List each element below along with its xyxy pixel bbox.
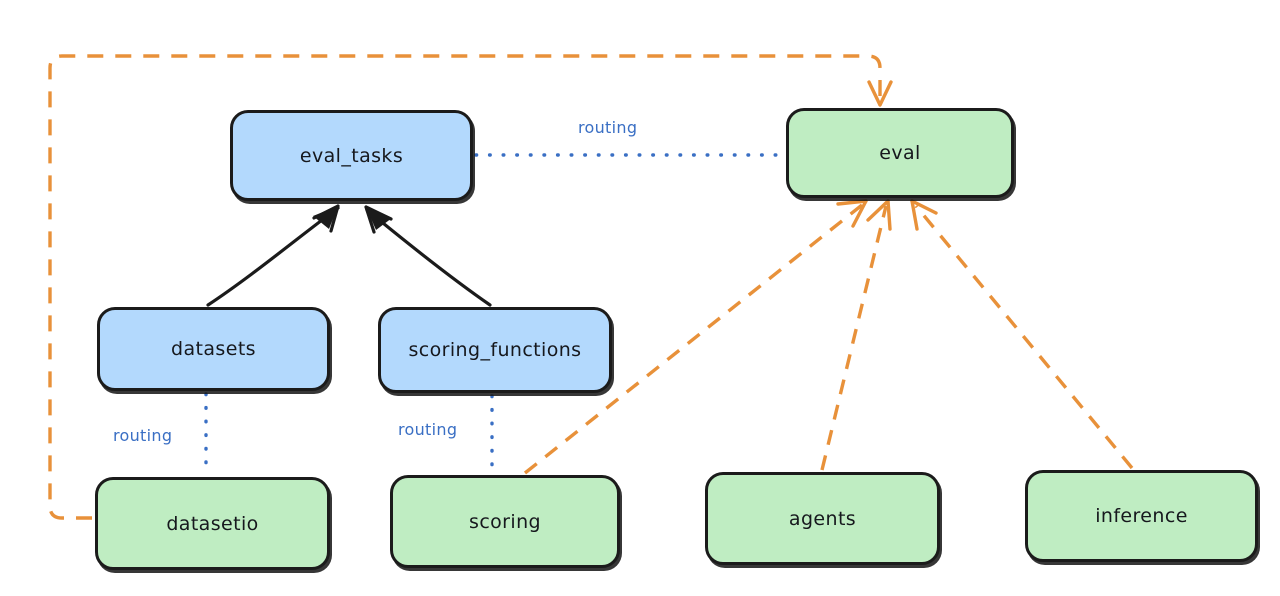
edge-datasets-to-eval-tasks <box>206 204 340 307</box>
node-scoring-functions-label: scoring_functions <box>408 339 582 361</box>
node-scoring-label: scoring <box>469 510 541 533</box>
node-agents[interactable]: agents <box>705 472 940 565</box>
node-eval-tasks-label: eval_tasks <box>299 144 404 167</box>
node-inference-label: inference <box>1095 505 1188 527</box>
node-agents-label: agents <box>788 507 857 530</box>
edge-label-routing-datasets-datasetio: routing <box>113 426 173 445</box>
edge-scoring-to-eval-dependency <box>523 199 868 475</box>
edge-scoring-functions-to-eval-tasks <box>364 205 492 307</box>
edge-agents-to-eval-dependency <box>820 199 892 471</box>
edge-inference-to-eval-dependency <box>910 199 1134 470</box>
node-eval[interactable]: eval <box>786 108 1014 198</box>
node-datasetio[interactable]: datasetio <box>95 477 330 570</box>
edge-label-routing-eval-tasks-eval: routing <box>578 118 638 137</box>
node-scoring[interactable]: scoring <box>390 475 620 568</box>
node-datasets-label: datasets <box>171 338 256 360</box>
node-datasetio-label: datasetio <box>166 512 259 535</box>
node-datasets[interactable]: datasets <box>97 307 330 391</box>
node-eval-tasks[interactable]: eval_tasks <box>230 110 473 201</box>
node-scoring-functions[interactable]: scoring_functions <box>378 307 612 393</box>
edge-label-routing-scoring-functions-scoring: routing <box>398 420 458 439</box>
node-eval-label: eval <box>879 142 921 164</box>
edge-datasetio-to-eval-dependency <box>48 54 893 520</box>
node-inference[interactable]: inference <box>1025 470 1258 562</box>
